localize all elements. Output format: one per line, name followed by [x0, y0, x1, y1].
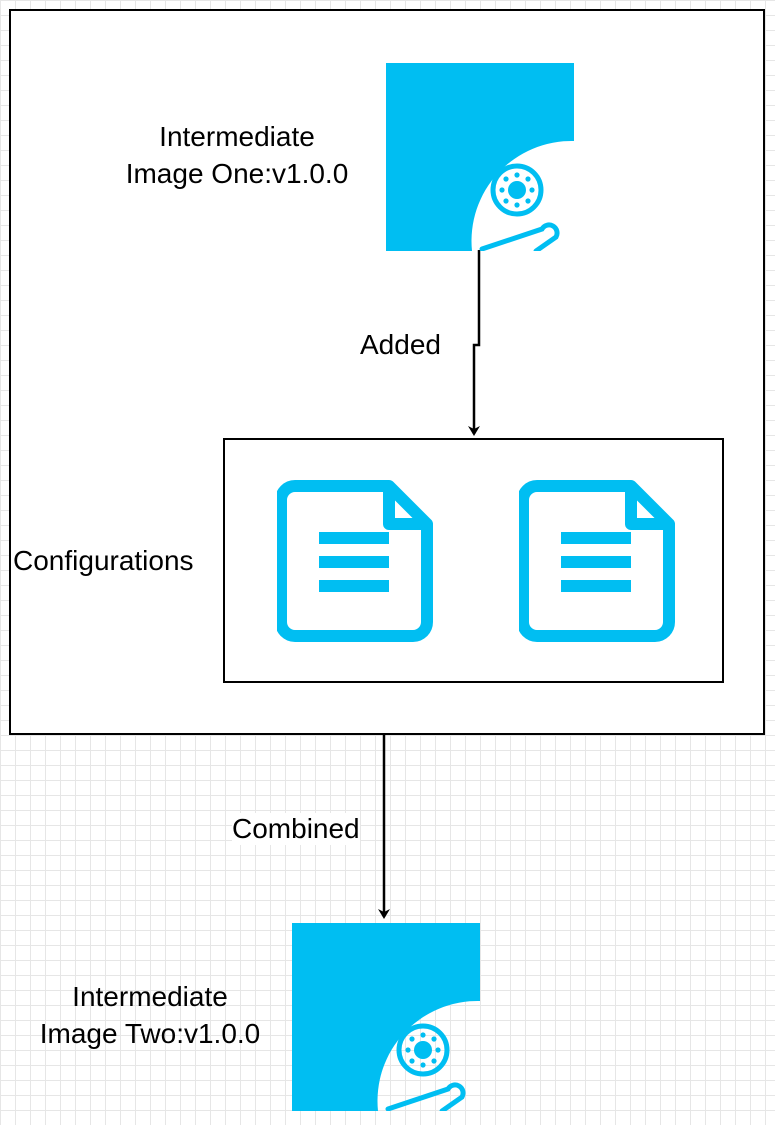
added-connector: [468, 250, 481, 436]
image-two-label: Intermediate Image Two:v1.0.0: [39, 981, 261, 1049]
disk-image-icon: [386, 63, 574, 251]
added-label: Added: [360, 329, 441, 361]
document-icon: [277, 480, 433, 642]
document-icon: [519, 480, 675, 642]
configurations-group: [223, 438, 724, 683]
disk-image-icon: [292, 923, 480, 1111]
image-one-label: Intermediate Image One:v1.0.0: [125, 121, 349, 189]
configurations-label: Configurations: [13, 545, 194, 576]
combined-label: Combined: [232, 813, 360, 845]
